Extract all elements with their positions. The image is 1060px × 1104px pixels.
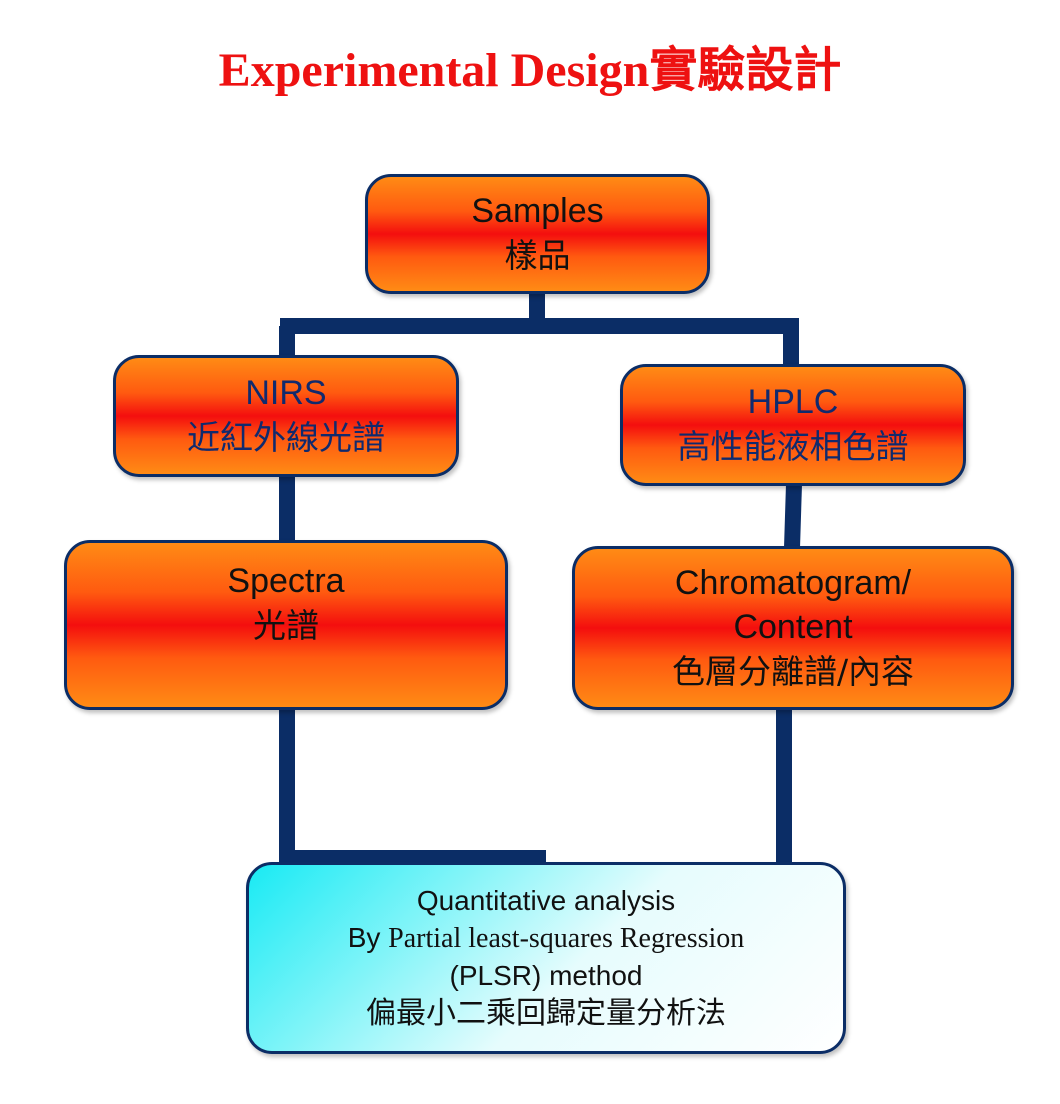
hplc-node: HPLC 高性能液相色譜	[620, 364, 966, 486]
connector-hplc-chromatogram	[784, 483, 802, 549]
nirs-label-zh: 近紅外線光譜	[187, 418, 385, 457]
analysis-node: Quantitative analysis By Partial least-s…	[246, 862, 846, 1054]
analysis-line-1: Quantitative analysis	[416, 885, 676, 916]
chromatogram-node: Chromatogram/ Content 色層分離譜/內容	[572, 546, 1014, 710]
nirs-label-en: NIRS	[245, 374, 327, 412]
analysis-line-3: (PLSR) method	[449, 960, 643, 991]
samples-label-en: Samples	[471, 192, 604, 230]
samples-label-zh: 樣品	[504, 236, 571, 275]
hplc-label-en: HPLC	[747, 383, 839, 421]
nirs-node: NIRS 近紅外線光譜	[113, 355, 459, 477]
spectra-label-en: Spectra	[227, 562, 345, 600]
hplc-label-zh: 高性能液相色譜	[677, 427, 909, 466]
chromatogram-label-en-1: Chromatogram/	[674, 564, 912, 602]
analysis-line-2-method: Partial least-squares Regression	[388, 923, 745, 954]
spectra-label-zh: 光譜	[253, 606, 319, 645]
analysis-line-2-prefix: By	[347, 922, 381, 953]
chromatogram-label-en-2: Content	[733, 608, 853, 646]
chromatogram-label-zh: 色層分離譜/內容	[671, 652, 915, 691]
page-title: Experimental Design實驗設計	[218, 44, 842, 97]
samples-node: Samples 樣品	[365, 174, 710, 294]
spectra-node: Spectra 光譜	[64, 540, 508, 710]
analysis-label-zh: 偏最小二乘回歸定量分析法	[366, 996, 726, 1031]
analysis-line-2: By Partial least-squares Regression	[348, 919, 745, 957]
